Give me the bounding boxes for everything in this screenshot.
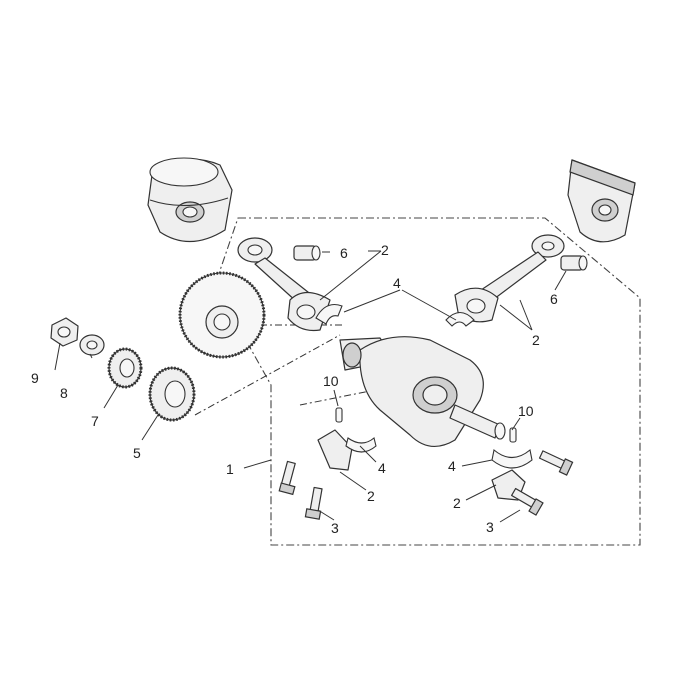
crankshaft — [339, 336, 506, 447]
callout-3-left: 3 — [331, 520, 339, 536]
nut-9 — [50, 317, 79, 347]
connecting-rod-right — [454, 234, 565, 323]
bolt-lower-right — [511, 487, 544, 516]
bushing-left — [293, 245, 321, 261]
dowel-pin-right — [509, 427, 517, 443]
bushing-right — [560, 255, 588, 271]
leader-lines — [54, 250, 567, 523]
callout-labels: 9 8 7 5 1 6 2 4 6 2 10 10 4 4 2 2 3 3 — [31, 242, 558, 536]
gear-5 — [148, 366, 196, 422]
callout-6-right: 6 — [550, 291, 558, 307]
callout-4-lower-right: 4 — [448, 458, 456, 474]
callout-4-lower-left: 4 — [378, 460, 386, 476]
callout-5: 5 — [133, 445, 141, 461]
gear-7 — [107, 347, 143, 389]
callout-8: 8 — [60, 385, 68, 401]
washer-8 — [79, 334, 105, 356]
bolt-upper-left — [278, 460, 296, 496]
main-bearing-lower-right — [491, 448, 533, 501]
callout-6-left: 6 — [340, 245, 348, 261]
callout-2-lower-left: 2 — [367, 488, 375, 504]
piston-left — [147, 157, 233, 243]
callout-10-right: 10 — [518, 403, 534, 419]
bolt-lower-left — [304, 486, 323, 520]
callout-2-top-right: 2 — [532, 332, 540, 348]
callout-4-top: 4 — [393, 275, 401, 291]
bearing-shell-upper-right — [445, 311, 475, 327]
callout-7: 7 — [91, 413, 99, 429]
bearing-shell-upper-left — [315, 303, 343, 325]
flywheel-gear — [178, 271, 266, 359]
callout-1: 1 — [226, 461, 234, 477]
callout-3-right: 3 — [486, 519, 494, 535]
connecting-rod-left — [237, 237, 331, 332]
callout-2-lower-right: 2 — [453, 495, 461, 511]
piston-right — [567, 159, 636, 243]
bolt-right — [538, 450, 574, 476]
callout-9: 9 — [31, 370, 39, 386]
main-bearing-lower-left — [317, 429, 377, 471]
callout-10-left: 10 — [323, 373, 339, 389]
dowel-pin-left — [335, 407, 343, 423]
callout-2-top-left: 2 — [381, 242, 389, 258]
